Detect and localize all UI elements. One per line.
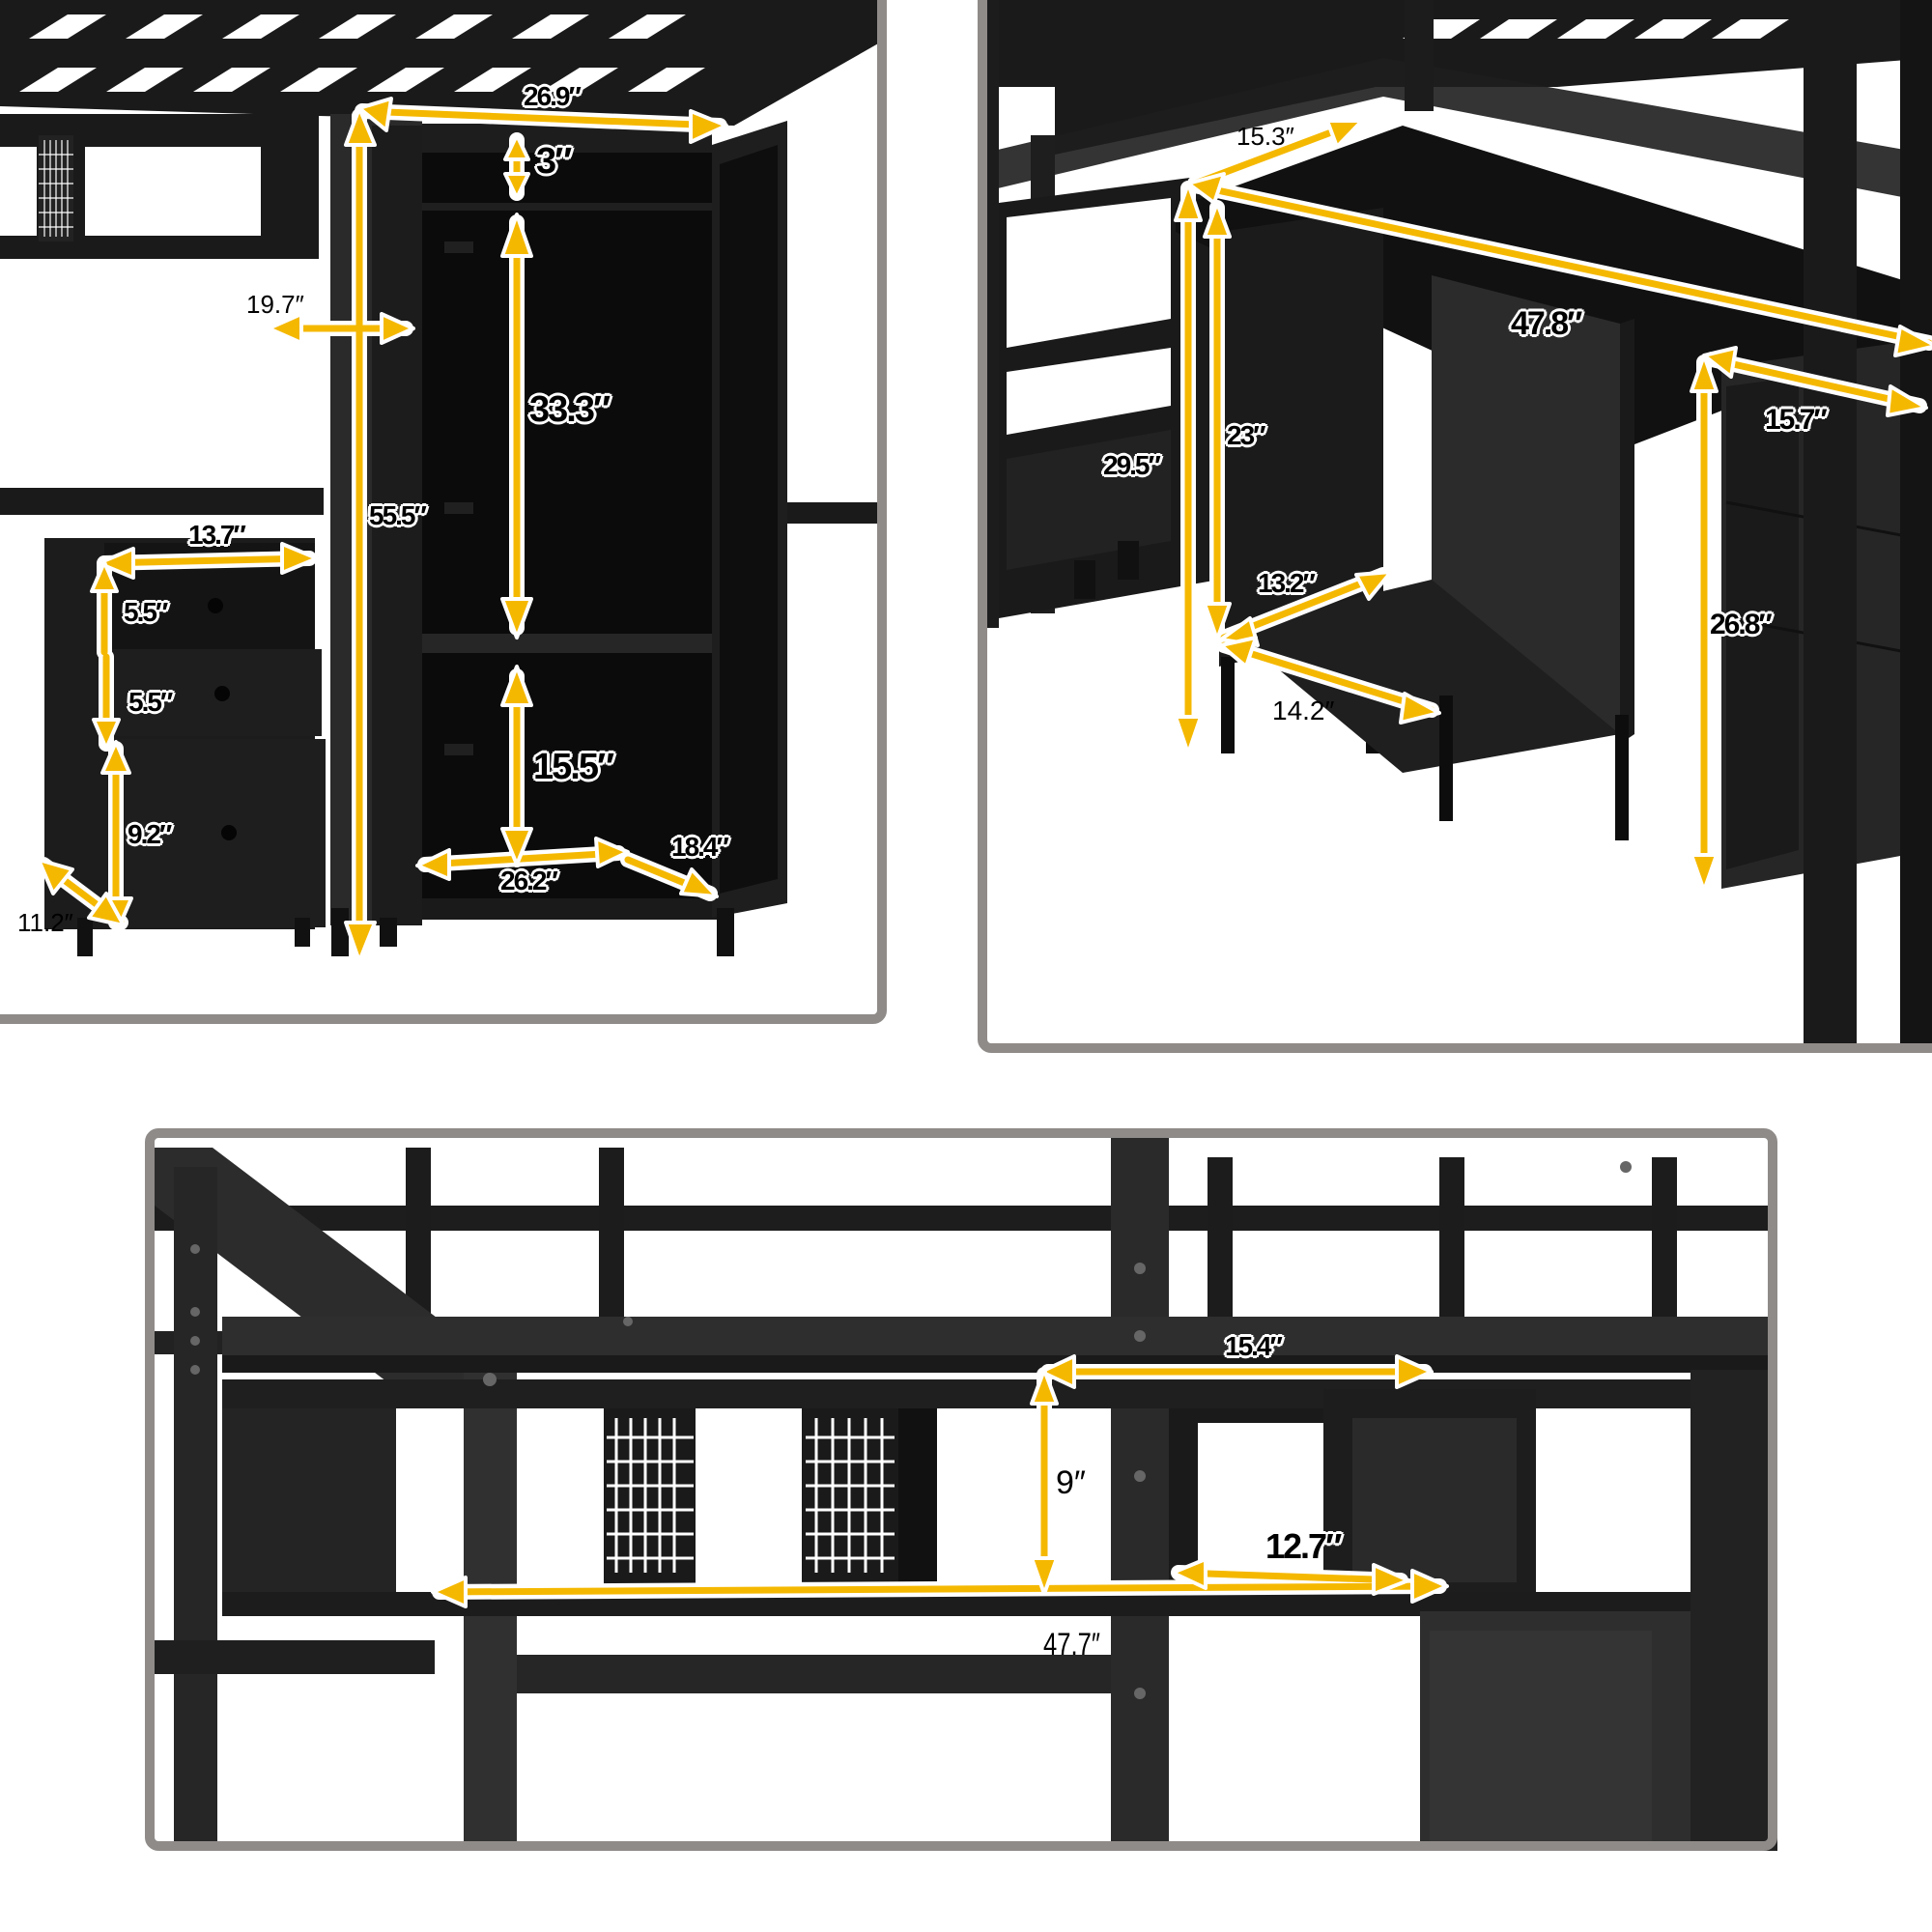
label-wardrobe-width: 26.9″ (524, 81, 582, 111)
label-desk-length: 47.8″ (1511, 305, 1582, 342)
label-inner-width: 26.2″ (500, 866, 558, 895)
label-shelf-length: 47.7″ (1043, 1627, 1100, 1662)
label-cube-depth: 12.7″ (1265, 1526, 1342, 1566)
label-cabinet-depth-2: 15.7″ (1765, 404, 1828, 436)
label-cube-width: 15.4″ (1225, 1331, 1283, 1361)
label-drawer1-height: 5.5″ (124, 597, 168, 627)
label-cabinet-width: 13.7″ (188, 520, 246, 550)
label-cabinet-height: 26.8″ (1710, 609, 1773, 640)
panel-desk-cabinet: 15.3″ 47.8″ 29.5″ 23″ 13.2″ 14.2″ 15.7″ … (978, 0, 1932, 1053)
panel-shelf-storage: 15.4″ 9″ 12.7″ 47.7″ (145, 1128, 1777, 1851)
desk-illustration (978, 0, 1932, 1043)
label-lower-compartment: 15.5″ (533, 747, 614, 787)
wardrobe-illustration (0, 0, 887, 963)
label-shelf-width: 14.2″ (1272, 696, 1335, 725)
shelf-illustration (145, 1128, 1777, 1851)
label-top-shelf-gap: 3″ (536, 141, 572, 182)
panel-wardrobe-drawers: 26.9″ 3″ 33.3″ 55.5″ 19.7″ 15.5″ 26.2″ 1… (0, 0, 887, 1026)
label-shelf-depth: 13.2″ (1258, 568, 1316, 598)
label-cube-height: 9″ (1056, 1464, 1086, 1501)
label-desk-depth: 15.3″ (1236, 122, 1294, 151)
label-wardrobe-height: 55.5″ (369, 500, 427, 530)
label-side-depth: 19.7″ (246, 290, 304, 319)
label-cabinet-depth: 11.2″ (17, 908, 73, 937)
label-desk-height: 29.5″ (1103, 450, 1161, 480)
label-drawer3-height: 9.2″ (128, 819, 172, 849)
label-drawer2-height: 5.5″ (128, 687, 173, 717)
label-hanging-height: 33.3″ (529, 389, 611, 430)
label-under-desk-height: 23″ (1227, 420, 1266, 450)
label-inner-depth: 18.4″ (671, 832, 729, 862)
